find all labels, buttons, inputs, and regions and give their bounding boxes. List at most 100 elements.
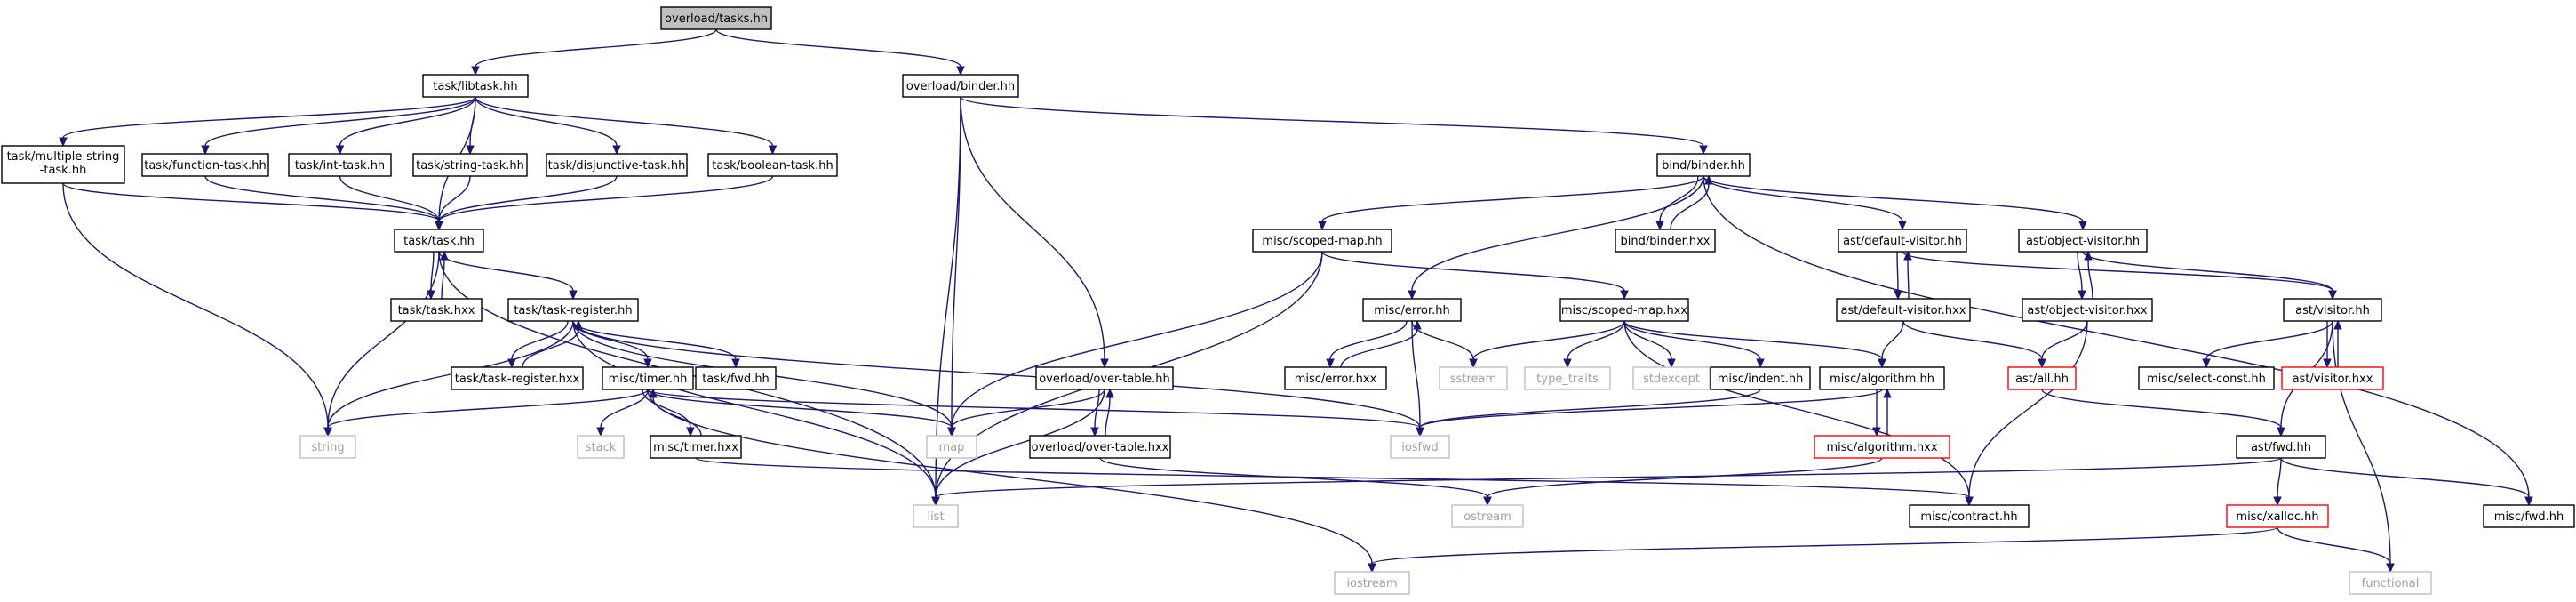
edge-line	[204, 175, 440, 222]
node-label: ast/all.hh	[2015, 373, 2069, 386]
node-objvishxx[interactable]: ast/object-visitor.hxx	[2022, 298, 2153, 322]
node-visitorhh[interactable]: ast/visitor.hh	[2283, 298, 2382, 322]
node-taskhxx[interactable]: task/task.hxx	[390, 298, 483, 322]
edge-arrowhead	[1416, 427, 1424, 437]
edge-arrowhead	[569, 290, 578, 301]
node-defvishxx[interactable]: ast/default-visitor.hxx	[1836, 298, 1971, 322]
edge-line	[600, 389, 649, 429]
node-timerhh[interactable]: misc/timer.hh	[602, 366, 694, 390]
edge-inttask-to-taskhh	[339, 175, 443, 231]
edge-line	[62, 182, 329, 429]
node-box	[299, 435, 356, 459]
node-binderhh[interactable]: overload/binder.hh	[902, 74, 1019, 98]
node-label: misc/error.hh	[1374, 304, 1449, 317]
edge-line	[475, 28, 717, 68]
node-box	[412, 153, 528, 177]
edge-multistr-to-string	[62, 182, 332, 437]
node-box	[2236, 435, 2326, 459]
node-label: bind/binder.hh	[1662, 159, 1745, 173]
node-allhh[interactable]: ast/all.hh	[2007, 366, 2077, 390]
node-label: misc/xalloc.hh	[2236, 510, 2318, 524]
node-algohh[interactable]: misc/algorithm.hh	[1819, 366, 1945, 390]
node-booltask[interactable]: task/boolean-task.hh	[707, 153, 838, 177]
node-box	[707, 153, 838, 177]
node-functask[interactable]: task/function-task.hh	[141, 153, 269, 177]
node-taskreg[interactable]: task/task-register.hh	[507, 298, 639, 322]
edge-line	[1329, 320, 1408, 360]
node-root[interactable]: overload/tasks.hh	[660, 6, 772, 30]
node-box	[926, 435, 977, 459]
node-xalloc[interactable]: misc/xalloc.hh	[2226, 504, 2329, 528]
edge-arrowhead	[1898, 221, 1907, 231]
node-astfwd[interactable]: ast/fwd.hh	[2236, 435, 2326, 459]
edge-arrowhead	[466, 145, 475, 156]
node-taskhh[interactable]: task/task.hh	[394, 229, 484, 253]
node-label: ast/visitor.hxx	[2293, 373, 2373, 386]
node-algohxx[interactable]: misc/algorithm.hxx	[1814, 435, 1950, 459]
node-selectconst[interactable]: misc/select-const.hh	[2138, 366, 2275, 390]
edge-libtask-to-multistr	[59, 96, 476, 148]
node-box	[1035, 366, 1174, 390]
edge-line	[951, 389, 1105, 429]
node-label: task/libtask.hh	[433, 80, 517, 93]
edge-line	[1411, 175, 1704, 292]
node-box	[602, 366, 694, 390]
node-disjtask[interactable]: task/disjunctive-task.hh	[546, 153, 688, 177]
node-contract[interactable]: misc/contract.hh	[1909, 504, 2030, 528]
edge-timerhh-to-string	[323, 389, 649, 437]
node-box	[1334, 571, 1410, 595]
edge-taskhh-to-taskreg	[438, 251, 578, 301]
node-label: map	[939, 441, 965, 454]
node-strtask[interactable]: task/string-task.hh	[412, 153, 528, 177]
node-label: task/disjunctive-task.hh	[548, 159, 686, 173]
edge-scopedmaphxx-to-indent	[1623, 320, 1765, 369]
node-overtablehxx[interactable]: overload/over-table.hxx	[1029, 435, 1171, 459]
edge-visitorhh-to-selectconst	[2202, 320, 2333, 369]
node-inttask[interactable]: task/int-task.hh	[288, 153, 392, 177]
node-taskfwd[interactable]: task/fwd.hh	[695, 366, 777, 390]
node-box	[1252, 229, 1392, 253]
node-box	[2283, 298, 2382, 322]
edge-bindbinder-to-objvishh	[1703, 175, 2087, 231]
edge-line	[647, 389, 1421, 429]
node-libtask[interactable]: task/libtask.hh	[422, 74, 529, 98]
edge-arrowhead	[2273, 496, 2282, 507]
edge-taskreg-to-list	[572, 320, 940, 507]
edge-line	[438, 175, 774, 222]
node-visitorhxx[interactable]: ast/visitor.hxx	[2281, 366, 2384, 390]
node-timerhxx[interactable]: misc/timer.hxx	[650, 435, 742, 459]
edge-arrowhead	[1699, 145, 1708, 156]
node-multistr[interactable]: task/multiple-string-task.hh	[1, 145, 125, 184]
edge-arrowhead	[612, 145, 621, 156]
node-errorhh[interactable]: misc/error.hh	[1362, 298, 1462, 322]
edge-arrowhead	[201, 145, 210, 156]
edge-arrowhead	[1872, 427, 1881, 437]
node-errorhxx[interactable]: misc/error.hxx	[1284, 366, 1387, 390]
edge-arrowhead	[335, 145, 345, 156]
edge-arrowhead	[1105, 388, 1114, 398]
node-bindbinderhxx[interactable]: bind/binder.hxx	[1615, 229, 1716, 253]
node-label: misc/fwd.hh	[2494, 510, 2564, 524]
node-objvishh[interactable]: ast/object-visitor.hh	[2018, 229, 2148, 253]
node-miscfwd[interactable]: misc/fwd.hh	[2483, 504, 2575, 528]
node-taskreghxx[interactable]: task/task-register.hxx	[451, 366, 584, 390]
edge-arrowhead	[471, 66, 480, 76]
node-defvishh[interactable]: ast/default-visitor.hh	[1838, 229, 1967, 253]
edge-timerhh-to-iosfwd	[647, 389, 1424, 437]
node-indent[interactable]: misc/indent.hh	[1710, 366, 1811, 390]
edge-line	[1487, 457, 1883, 498]
edge-overtablehxx-to-ostream	[1099, 457, 1492, 507]
node-scopedmap[interactable]: misc/scoped-map.hh	[1252, 229, 1392, 253]
edge-taskhxx-to-taskhh	[440, 250, 449, 300]
node-box	[1524, 366, 1611, 390]
node-overtable[interactable]: overload/over-table.hh	[1035, 366, 1174, 390]
node-bindbinder[interactable]: bind/binder.hh	[1656, 153, 1751, 177]
edge-errorhh-to-errorhxx	[1326, 320, 1408, 369]
node-scopedmaphxx[interactable]: misc/scoped-map.hxx	[1559, 298, 1689, 322]
node-box	[394, 229, 484, 253]
node-label: task/boolean-task.hh	[712, 159, 833, 173]
node-label: string	[311, 441, 344, 454]
node-label-line: -task.hh	[40, 164, 87, 177]
edge-arrowhead	[956, 66, 965, 76]
node-ostream: ostream	[1451, 504, 1524, 528]
